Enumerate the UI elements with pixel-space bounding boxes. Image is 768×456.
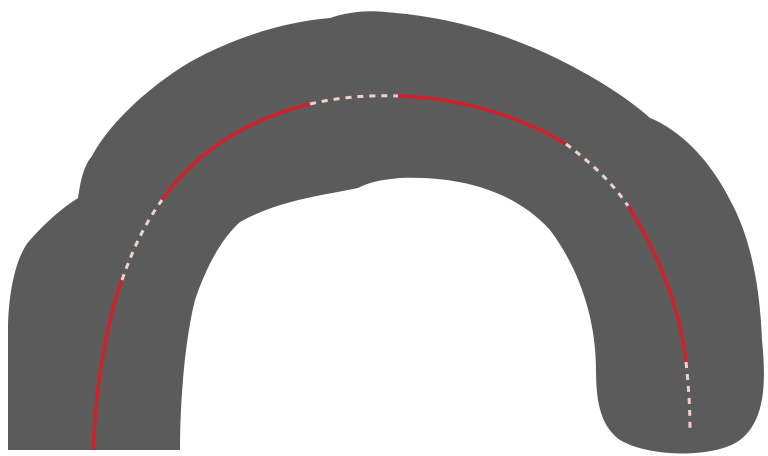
gray-arch-band	[8, 11, 764, 453]
